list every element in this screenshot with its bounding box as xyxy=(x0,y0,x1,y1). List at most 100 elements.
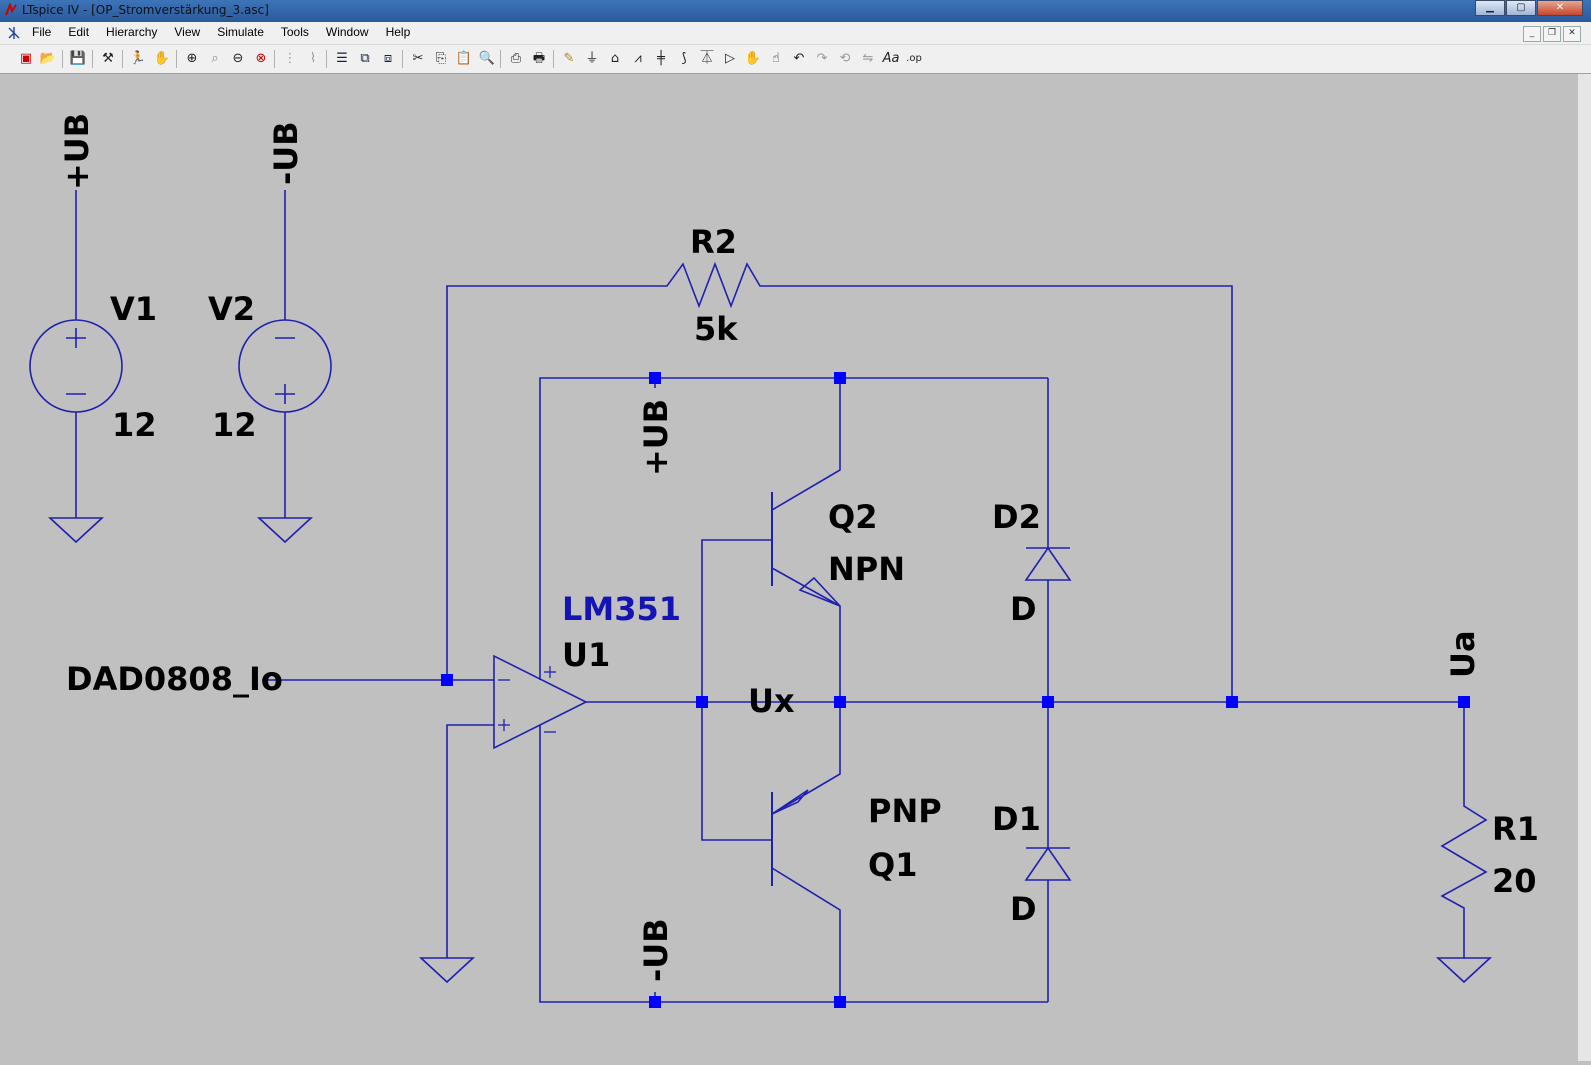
component-name-q1[interactable]: Q1 xyxy=(868,846,917,884)
component-name-r1[interactable]: R1 xyxy=(1492,810,1539,848)
net-label-ux[interactable]: Ux xyxy=(748,682,795,720)
close-button[interactable]: ✕ xyxy=(1537,0,1583,16)
junctions xyxy=(441,372,1470,1008)
cut-icon[interactable]: ✂ xyxy=(412,51,424,66)
component-icon[interactable]: ▷ xyxy=(725,51,735,66)
title-bar: LTspice IV - [OP_Stromverstärkung_3.asc]… xyxy=(0,0,1591,22)
window-title: LTspice IV - [OP_Stromverstärkung_3.asc] xyxy=(22,3,269,17)
net-label-minus-ub[interactable]: -UB xyxy=(267,121,305,185)
component-value-q2[interactable]: NPN xyxy=(828,550,905,588)
spice-directive-icon[interactable]: .op xyxy=(906,53,922,64)
ground-symbol xyxy=(47,517,105,544)
junction xyxy=(834,696,846,708)
net-label-input[interactable]: DAD0808_Io xyxy=(66,660,283,698)
net-label-plus-ub-opamp[interactable]: +UB xyxy=(637,399,675,476)
component-name-d2[interactable]: D2 xyxy=(992,498,1041,536)
component-name-v2[interactable]: V2 xyxy=(208,290,255,328)
paste-icon[interactable]: 📋 xyxy=(455,51,473,66)
diode-icon[interactable]: ⏄ xyxy=(700,51,714,66)
component-value-q1[interactable]: PNP xyxy=(868,792,942,830)
tile-horizontal-icon[interactable]: ☰ xyxy=(336,51,348,66)
resistor-r2 xyxy=(446,261,1233,702)
open-icon[interactable]: 📂 xyxy=(39,51,57,66)
run-icon[interactable]: 🏃 xyxy=(129,51,147,66)
mdi-close-button[interactable]: ✕ xyxy=(1563,26,1581,42)
menu-window[interactable]: Window xyxy=(325,25,369,39)
waveform-icon[interactable]: ⌇ xyxy=(309,51,317,66)
diode-d1 xyxy=(1024,846,1072,881)
maximize-button[interactable]: ▢ xyxy=(1506,0,1536,16)
menu-view[interactable]: View xyxy=(174,25,201,39)
component-value-v2[interactable]: 12 xyxy=(212,406,257,444)
schematic-drawing[interactable]: +UB -UB V1 12 V2 12 R2 5k +UB -UB LM351 … xyxy=(0,74,1578,1061)
component-value-r2[interactable]: 5k xyxy=(694,310,738,348)
junction xyxy=(834,996,846,1008)
print-icon[interactable]: 🖶 xyxy=(532,51,546,66)
capacitor-icon[interactable]: ╪ xyxy=(657,51,665,66)
junction xyxy=(1458,696,1470,708)
ground-symbol xyxy=(1435,957,1493,984)
wire-icon[interactable]: ✎ xyxy=(563,51,575,66)
component-name-q2[interactable]: Q2 xyxy=(828,498,877,536)
text-icon[interactable]: Aa xyxy=(882,51,900,66)
zoom-pan-icon[interactable]: ⌕ xyxy=(211,51,219,66)
zoom-in-icon[interactable]: ⊕ xyxy=(186,51,198,66)
net-label-plus-ub[interactable]: +UB xyxy=(58,113,96,190)
net-label-minus-ub-opamp[interactable]: -UB xyxy=(637,918,675,982)
inductor-icon[interactable]: ⟆ xyxy=(681,51,687,66)
diode-d2 xyxy=(1024,546,1072,581)
component-value-v1[interactable]: 12 xyxy=(112,406,157,444)
halt-icon[interactable]: ✋ xyxy=(153,51,171,66)
mdi-restore-button[interactable]: ❐ xyxy=(1543,26,1561,42)
menu-edit[interactable]: Edit xyxy=(68,25,90,39)
resistor-r1 xyxy=(1440,702,1488,958)
menu-file[interactable]: File xyxy=(32,25,52,39)
ground-symbol xyxy=(256,517,314,544)
component-name-d1[interactable]: D1 xyxy=(992,800,1041,838)
junction xyxy=(834,372,846,384)
redo-icon[interactable]: ↷ xyxy=(816,51,828,66)
opamp-model-label[interactable]: LM351 xyxy=(562,590,681,628)
zoom-fit-icon[interactable]: ⊗ xyxy=(255,51,267,66)
tile-vertical-icon[interactable]: ⧉ xyxy=(360,51,370,66)
resistor-icon[interactable]: ⩘ xyxy=(634,51,642,66)
junction xyxy=(1042,696,1054,708)
rotate-icon[interactable]: ⟲ xyxy=(839,51,851,66)
label-net-icon[interactable]: ⌂ xyxy=(610,51,620,66)
ltspice-app-icon xyxy=(5,3,17,16)
new-schematic-icon[interactable]: ▣ xyxy=(19,51,33,66)
junction xyxy=(649,996,661,1008)
menu-bar: File Edit Hierarchy View Simulate Tools … xyxy=(0,22,1591,45)
print-preview-icon[interactable]: ⎙ xyxy=(510,51,522,66)
move-icon[interactable]: ✋ xyxy=(744,51,762,66)
schematic-canvas[interactable]: +UB -UB V1 12 V2 12 R2 5k +UB -UB LM351 … xyxy=(0,74,1591,1061)
junction xyxy=(441,674,453,686)
menu-hierarchy[interactable]: Hierarchy xyxy=(106,25,158,39)
component-name-r2[interactable]: R2 xyxy=(690,223,737,261)
drag-icon[interactable]: ☝ xyxy=(772,51,780,66)
save-icon[interactable]: 💾 xyxy=(69,51,87,66)
ground-icon[interactable]: ⏚ xyxy=(585,51,599,66)
component-value-d1[interactable]: D xyxy=(1010,890,1037,928)
zoom-out-icon[interactable]: ⊖ xyxy=(232,51,244,66)
component-value-d2[interactable]: D xyxy=(1010,590,1037,628)
menu-simulate[interactable]: Simulate xyxy=(217,25,264,39)
schematic-doc-icon[interactable] xyxy=(6,25,22,41)
minimize-button[interactable]: ▁ xyxy=(1475,0,1505,16)
autorange-icon[interactable]: ⋮ xyxy=(283,51,297,66)
control-panel-icon[interactable]: ⚒ xyxy=(102,51,114,66)
undo-icon[interactable]: ↶ xyxy=(793,51,805,66)
menu-help[interactable]: Help xyxy=(385,25,411,39)
component-name-u1[interactable]: U1 xyxy=(562,636,610,674)
opamp-pin-markers xyxy=(498,666,556,733)
cascade-icon[interactable]: ⧈ xyxy=(383,51,393,66)
component-value-r1[interactable]: 20 xyxy=(1492,862,1537,900)
menu-tools[interactable]: Tools xyxy=(280,25,309,39)
mdi-minimize-button[interactable]: _ xyxy=(1523,26,1541,42)
net-label-ua[interactable]: Ua xyxy=(1444,630,1482,678)
junction xyxy=(1226,696,1238,708)
find-icon[interactable]: 🔍 xyxy=(478,51,496,66)
component-name-v1[interactable]: V1 xyxy=(110,290,157,328)
copy-icon[interactable]: ⎘ xyxy=(435,51,447,66)
mirror-icon[interactable]: ⇋ xyxy=(862,51,874,66)
